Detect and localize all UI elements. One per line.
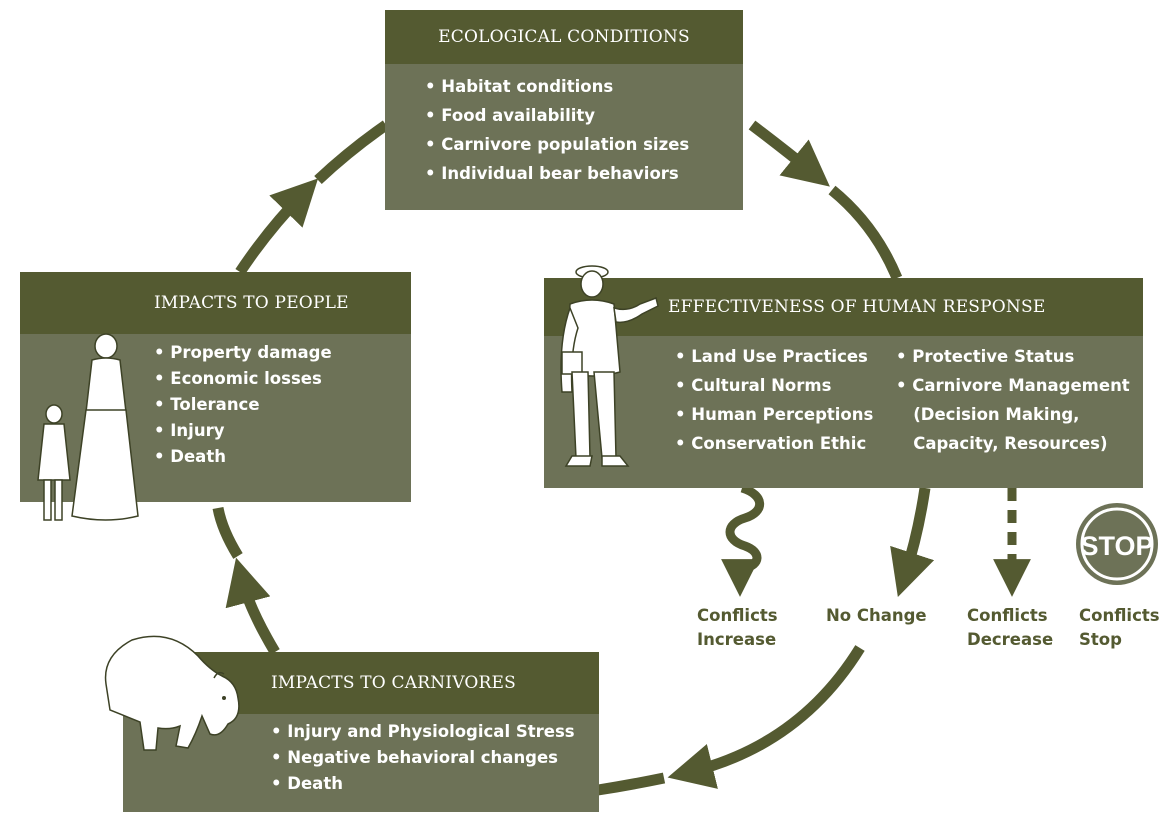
list-item: Carnivore Management (896, 371, 1129, 400)
arrow-carnivores-to-people-tail (212, 506, 243, 559)
list-item: Economic losses (154, 366, 332, 392)
conflicts-decrease-label: Conflicts Decrease (967, 606, 1054, 649)
arrow-eco-to-human (748, 120, 830, 187)
arrow-conflicts-increase (721, 483, 765, 597)
list-item: Capacity, Resources) (913, 434, 1108, 453)
list-item: Individual bear behaviors (425, 159, 689, 188)
conflicts-stop-label: Conflicts Stop (1079, 606, 1160, 649)
impacts-to-carnivores-list: Injury and Physiological Stress Negative… (271, 719, 575, 797)
list-item: (Decision Making, (913, 405, 1080, 424)
arrow-no-change (890, 487, 935, 597)
list-item: Food availability (425, 101, 689, 130)
list-item: Carnivore population sizes (425, 130, 689, 159)
arrow-nochange-to-carnivores (667, 645, 865, 789)
human-response-title: EFFECTIVENESS OF HUMAN RESPONSE (544, 278, 1143, 336)
stop-sign-text: STOP (1080, 531, 1153, 561)
impacts-to-people-title: IMPACTS TO PEOPLE (20, 272, 411, 334)
no-change-label: No Change (826, 606, 927, 625)
list-item: Land Use Practices (675, 342, 873, 371)
woman-and-child-illustration (37, 333, 139, 521)
list-item: Cultural Norms (675, 371, 873, 400)
list-item: Protective Status (896, 342, 1130, 371)
man-illustration (560, 265, 659, 467)
list-item: Death (154, 444, 332, 470)
list-item: Negative behavioral changes (271, 745, 575, 771)
list-item: Human Perceptions (675, 400, 873, 429)
arrow-people-to-eco (235, 178, 319, 276)
human-response-right-list: Protective Status Carnivore Management (… (896, 342, 1130, 458)
list-item: Conservation Ethic (675, 429, 873, 458)
list-item: Death (271, 771, 575, 797)
human-response-left-list: Land Use Practices Cultural Norms Human … (675, 342, 873, 458)
conflicts-increase-label: Conflicts Increase (697, 606, 778, 649)
ecological-conditions-title: ECOLOGICAL CONDITIONS (385, 10, 743, 64)
list-item: Habitat conditions (425, 72, 689, 101)
impacts-to-people-box: IMPACTS TO PEOPLE Property damage Econom… (20, 272, 411, 521)
list-item: Injury (154, 418, 332, 444)
arrow-eco-to-human-cont (828, 185, 903, 281)
impacts-to-people-list: Property damage Economic losses Toleranc… (154, 340, 332, 470)
ecological-conditions-box: ECOLOGICAL CONDITIONS Habitat conditions… (385, 10, 743, 210)
human-response-box: EFFECTIVENESS OF HUMAN RESPONSE Land Use… (544, 265, 1143, 488)
arrow-nochange-to-carnivores-tail (597, 772, 666, 796)
arrow-people-to-eco-tail (314, 120, 390, 185)
list-item: Property damage (154, 340, 331, 366)
ecological-conditions-list: Habitat conditions Food availability Car… (425, 72, 689, 188)
stop-sign-icon: STOP (1076, 503, 1158, 585)
bear-illustration (104, 635, 240, 751)
arrow-carnivores-to-people (225, 557, 280, 655)
list-item: Injury and Physiological Stress (271, 719, 574, 745)
list-item: Tolerance (154, 392, 332, 418)
